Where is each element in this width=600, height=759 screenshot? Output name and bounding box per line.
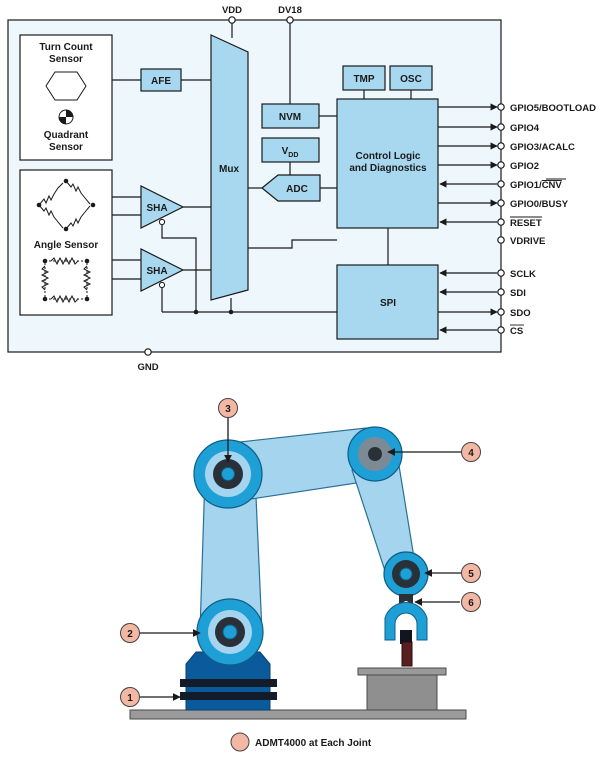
turn-count-line2: Sensor	[49, 54, 83, 65]
sha-top-block	[140, 185, 185, 229]
pin-reset	[497, 218, 505, 226]
svg-text:3: 3	[225, 404, 231, 415]
quadrant-line1: Quadrant	[44, 130, 89, 141]
pin-dv18	[286, 16, 294, 24]
pin-label-gpio1: GPIO1/CNV	[510, 180, 562, 191]
pin-label-sdi: SDI	[510, 288, 526, 299]
pin-vdrive	[497, 236, 505, 244]
marker-6: 6	[461, 592, 481, 612]
quadrant-line2: Sensor	[49, 142, 83, 153]
svg-text:6: 6	[468, 598, 474, 609]
pin-label-cs: CS	[510, 326, 523, 337]
gripped-object	[401, 641, 413, 667]
right-pins	[497, 103, 505, 334]
sha-top-label: SHA	[146, 203, 167, 214]
marker-3: 3	[218, 398, 238, 418]
tmp-label: TMP	[353, 74, 374, 85]
right-pin-wires	[248, 103, 498, 334]
pin-label-gpio4: GPIO4	[510, 123, 540, 134]
pin-label-gpio3: GPIO3/ACALC	[510, 142, 575, 153]
pin-gpio2	[497, 161, 505, 169]
control-logic-line2: and Diagnostics	[349, 163, 427, 174]
osc-label: OSC	[400, 74, 422, 85]
joint-5	[383, 551, 429, 597]
legend-text: ADMT4000 at Each Joint	[255, 738, 372, 749]
joint-2	[196, 598, 264, 666]
pin-label-gpio5: GPIO5/BOOTLOAD	[510, 103, 596, 114]
table-body	[366, 674, 438, 711]
legend: ADMT4000 at Each Joint	[230, 732, 372, 752]
mux-block	[210, 34, 249, 301]
pin-label-sclk: SCLK	[510, 269, 536, 280]
control-logic-block	[336, 98, 439, 229]
vdd-regulator-label: VDD	[282, 146, 299, 159]
adc-label: ADC	[286, 184, 308, 195]
nvm-label: NVM	[279, 112, 301, 123]
block-diagram: VDD DV18 GND Turn Count Sensor Quadrant …	[7, 5, 596, 373]
table-top	[357, 667, 447, 676]
sha-bottom-label: SHA	[146, 266, 167, 277]
pin-vdd	[228, 16, 236, 24]
wheatstone-bridge-icon	[38, 180, 91, 230]
svg-text:1: 1	[127, 693, 133, 704]
svg-text:5: 5	[468, 569, 474, 580]
sha-bottom-block	[140, 248, 185, 292]
pin-gpio1	[497, 180, 505, 188]
hexagon-icon	[45, 71, 87, 101]
pin-sdi	[497, 288, 505, 296]
mux-label: Mux	[219, 164, 239, 175]
legend-marker	[230, 732, 250, 752]
joint-3	[193, 439, 263, 509]
pin-gpio0	[497, 199, 505, 207]
joint-4	[347, 426, 403, 482]
vdd-regulator-block	[261, 137, 320, 163]
base-band-top	[180, 679, 277, 687]
pin-label-reset: RESET	[510, 218, 542, 229]
osc-block	[389, 65, 433, 91]
marker-5: 5	[461, 563, 481, 583]
pin-label-vdrive: VDRIVE	[510, 236, 545, 247]
pin-label-sdo: SDO	[510, 308, 531, 319]
svg-text:4: 4	[468, 448, 474, 459]
marker-1: 1	[120, 687, 140, 707]
angle-sensor-label: Angle Sensor	[34, 240, 99, 251]
pin-sdo	[497, 308, 505, 316]
pin-cs	[497, 326, 505, 334]
svg-text:2: 2	[127, 629, 133, 640]
marker-2: 2	[120, 623, 140, 643]
pin-label-gpio2: GPIO2	[510, 161, 539, 172]
pin-vdd-label: VDD	[222, 5, 242, 16]
nvm-block	[261, 103, 320, 129]
pin-gnd	[144, 348, 152, 356]
pin-gpio3	[497, 142, 505, 150]
spi-label: SPI	[380, 298, 396, 309]
pin-gpio4	[497, 123, 505, 131]
joint-markers: 1 2 3 4 5 6	[120, 398, 481, 707]
control-logic-line1: Control Logic	[356, 151, 421, 162]
tmp-block	[342, 65, 386, 91]
ground-plate	[129, 709, 467, 720]
pin-gnd-label: GND	[137, 362, 158, 373]
callout-arrows	[140, 418, 462, 701]
quadrant-sensor-icon	[58, 109, 74, 125]
pin-dv18-label: DV18	[278, 5, 302, 16]
right-pin-labels: GPIO5/BOOTLOAD GPIO4 GPIO3/ACALC GPIO2 G…	[510, 103, 596, 337]
resistor-grid-icon	[40, 256, 92, 304]
pin-gpio5	[497, 103, 505, 111]
pin-label-gpio0: GPIO0/BUSY	[510, 199, 569, 210]
angle-sensor-block	[19, 169, 113, 316]
gripper	[384, 594, 428, 667]
robot-arm-illustration: 1 2 3 4 5 6	[120, 398, 481, 752]
spi-block	[336, 264, 439, 340]
pin-sclk	[497, 269, 505, 277]
base-band-bottom	[180, 692, 277, 700]
turn-count-line1: Turn Count	[39, 42, 93, 53]
marker-4: 4	[461, 442, 481, 462]
afe-label: AFE	[151, 76, 171, 87]
